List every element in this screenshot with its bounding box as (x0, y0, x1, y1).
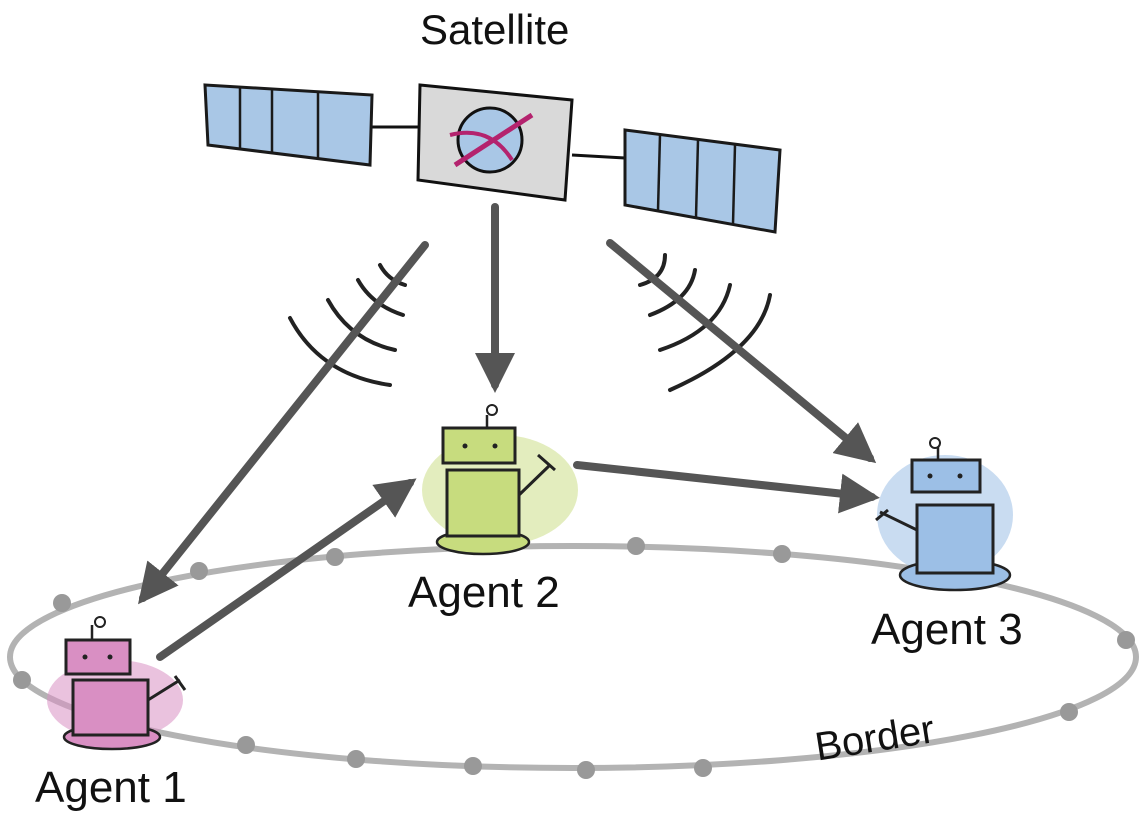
satellite-icon (203, 83, 782, 234)
solar-panel-left (203, 83, 374, 167)
arrow-agent1-to-agent2 (156, 478, 417, 661)
arrows (138, 203, 880, 661)
agent1-label: Agent 1 (35, 763, 187, 812)
agent1-robot-icon (47, 616, 187, 751)
arrow-satellite-to-agent3 (606, 239, 877, 464)
arrow-satellite-to-agent1 (138, 241, 429, 605)
border-ring (7, 543, 1139, 771)
solar-panel-right (623, 128, 782, 234)
agent3-robot-icon (875, 437, 1013, 592)
agent2-label: Agent 2 (408, 568, 560, 617)
satellite-label: Satellite (420, 6, 570, 53)
agent3-label: Agent 3 (871, 605, 1023, 654)
satellite-body (416, 83, 574, 202)
agent2-robot-icon (422, 404, 578, 556)
arrow-agent2-to-agent3 (573, 461, 880, 514)
signal-waves-left-icon (288, 263, 407, 387)
